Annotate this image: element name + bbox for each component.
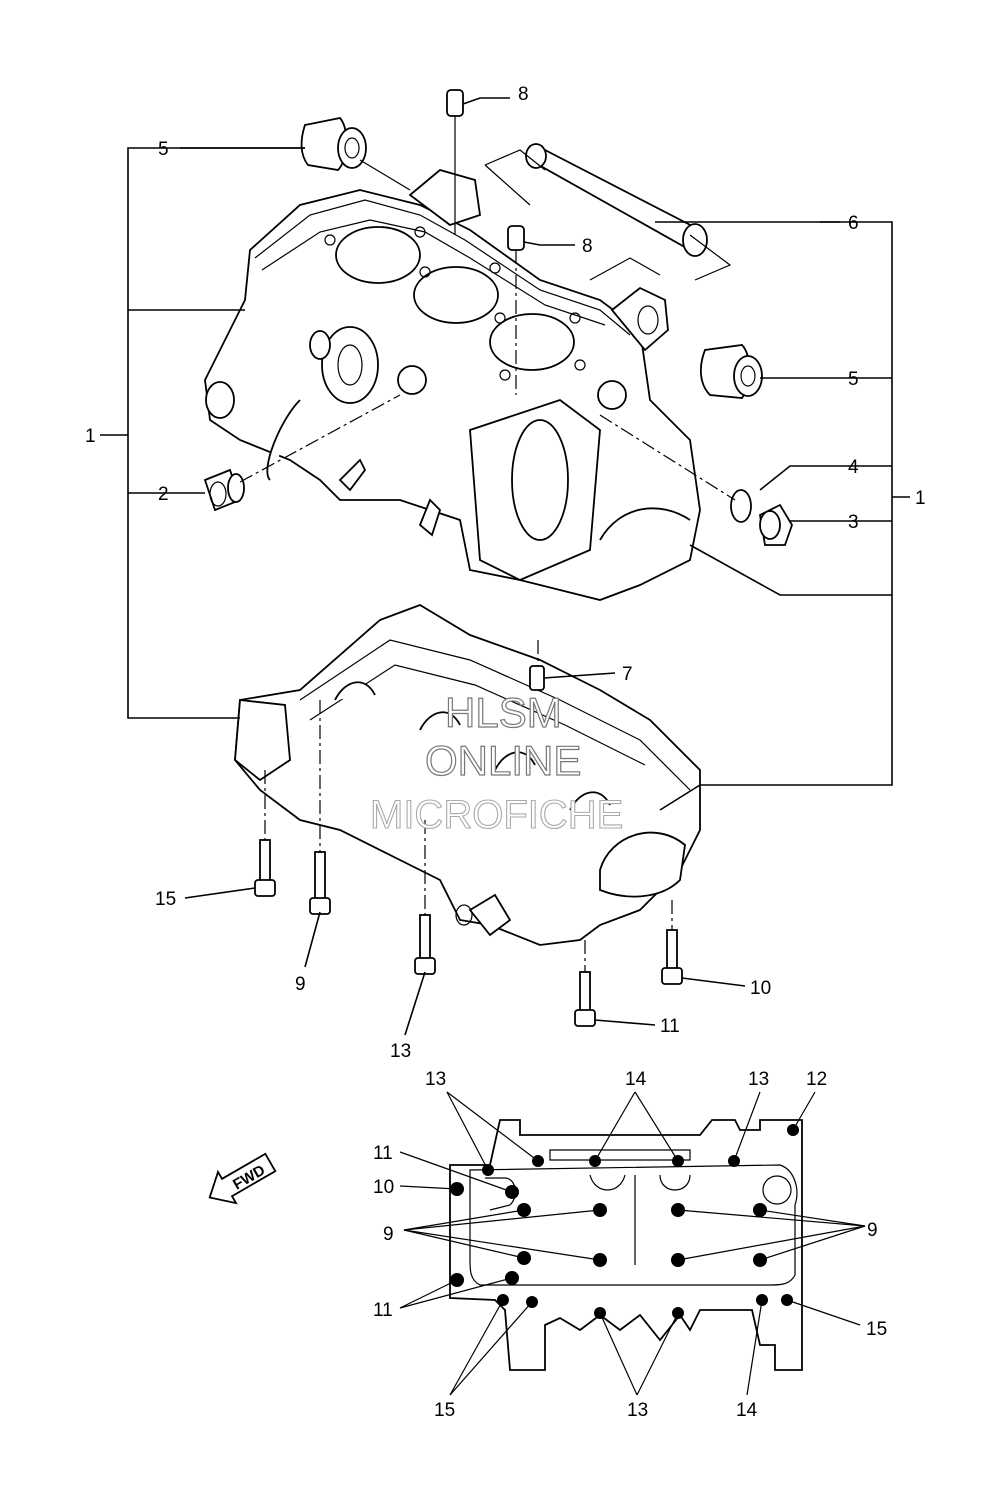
layout-13-tl: 13	[425, 1069, 446, 1090]
shaft	[484, 143, 732, 281]
callout-15-bolt: 15	[155, 889, 176, 910]
callout-10-bolt: 10	[750, 978, 771, 999]
callout-6: 6	[848, 213, 859, 234]
watermark: HLSM ONLINE MICROFICHE	[369, 688, 623, 837]
layout-11-lower: 11	[373, 1300, 393, 1321]
bolt-15	[254, 770, 276, 897]
layout-11-upper: 11	[373, 1143, 393, 1164]
layout-9-left: 9	[383, 1224, 394, 1245]
callout-5-left: 5	[158, 139, 169, 160]
callouts: 5 1 2 8 8 6 5 4 1 3 7 15 9 13 10 11	[85, 84, 926, 1062]
callout-13-bolt: 13	[390, 1041, 411, 1062]
callout-8-mid: 8	[582, 236, 593, 257]
lower-crankcase	[234, 604, 701, 946]
fwd-arrow-icon: FWD	[208, 1152, 277, 1205]
callout-7: 7	[622, 664, 633, 685]
layout-9-right: 9	[867, 1220, 878, 1241]
dowel-pin-top	[446, 89, 464, 235]
o-ring	[730, 489, 752, 523]
layout-10: 10	[373, 1177, 394, 1198]
upper-crankcase	[204, 169, 701, 601]
layout-13-tr: 13	[748, 1069, 769, 1090]
callout-11-bolt: 11	[660, 1016, 680, 1037]
damper-left	[300, 117, 411, 191]
callout-2: 2	[158, 484, 169, 505]
layout-14-bottom: 14	[736, 1400, 758, 1421]
callout-3: 3	[848, 512, 859, 533]
bolt-13	[414, 820, 436, 975]
watermark-line1: HLSM	[445, 689, 562, 736]
layout-15-bottom: 15	[434, 1400, 455, 1421]
callout-8-top: 8	[518, 84, 529, 105]
callout-1-left: 1	[85, 426, 96, 447]
layout-14-top: 14	[625, 1069, 647, 1090]
callout-4: 4	[848, 457, 859, 478]
layout-13-bottom: 13	[627, 1400, 648, 1421]
cap	[759, 503, 793, 546]
watermark-line3: MICROFICHE	[370, 793, 623, 837]
damper-right	[699, 344, 763, 399]
bolt-11	[574, 940, 596, 1027]
layout-15-right: 15	[866, 1319, 887, 1340]
layout-12: 12	[806, 1069, 827, 1090]
dowel-pin-mid	[507, 225, 525, 395]
leader-lines	[100, 97, 910, 1036]
callout-5-right: 5	[848, 369, 859, 390]
callout-9-bolt: 9	[295, 974, 306, 995]
callout-1-right: 1	[915, 488, 926, 509]
bolt-10	[661, 900, 683, 985]
watermark-line2: ONLINE	[425, 737, 581, 784]
plug	[203, 394, 401, 512]
bolt-layout-diagram: 13 14 13 12 11 10 9 9 11 15 15 13 14	[373, 1069, 887, 1421]
